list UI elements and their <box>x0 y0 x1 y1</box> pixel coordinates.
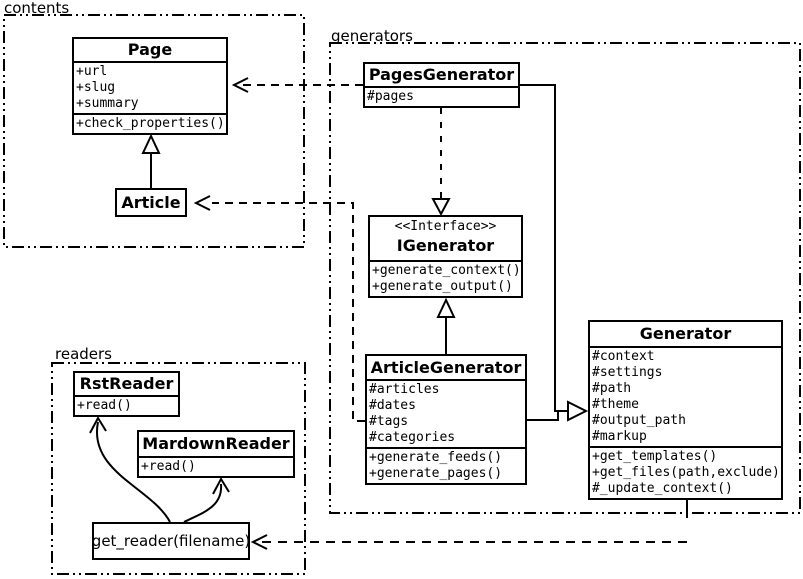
attribute: #categories <box>369 430 456 445</box>
class-pagesgenerator-title: PagesGenerator <box>368 65 515 84</box>
class-articlegenerator-attributes: #articles #dates #tags #categories <box>367 379 525 447</box>
contents-package-label: contents <box>4 0 70 17</box>
get-reader-function-box: get_reader(filename) <box>92 522 250 560</box>
interface-stereotype: <<Interface>> <box>394 219 497 234</box>
dependency-articlegenerator-article <box>193 195 365 422</box>
class-articlegenerator: ArticleGenerator #articles #dates #tags … <box>365 354 527 485</box>
class-page-methods: +check_properties() <box>74 113 226 133</box>
method: +check_properties() <box>76 116 225 131</box>
attribute: +summary <box>76 96 139 111</box>
inheritance-generators-generator <box>520 84 589 422</box>
generators-package-border <box>329 42 801 514</box>
class-page-attributes: +url +slug +summary <box>74 61 226 113</box>
class-page-title: Page <box>127 40 173 59</box>
class-page: Page +url +slug +summary +check_properti… <box>72 37 228 135</box>
class-generator: Generator #context #settings #path #them… <box>588 320 783 500</box>
attribute: #dates <box>369 398 416 413</box>
class-markdownreader-title: MardownReader <box>142 434 290 453</box>
class-igenerator-methods: +generate_context() +generate_output() <box>370 260 521 296</box>
class-igenerator-header: <<Interface>> IGenerator <box>370 217 521 260</box>
attribute: +slug <box>76 80 116 95</box>
attribute: #theme <box>592 397 639 412</box>
contents-package-border <box>3 14 305 248</box>
dependency-generator-getreader <box>250 500 688 550</box>
attribute: #context <box>592 349 655 364</box>
class-articlegenerator-title: ArticleGenerator <box>370 358 522 377</box>
method: +read() <box>141 459 196 474</box>
class-rstreader-title: RstReader <box>79 374 174 393</box>
method: +generate_output() <box>372 279 513 294</box>
attribute: #articles <box>369 382 440 397</box>
method: +generate_feeds() <box>369 450 503 465</box>
get-reader-label: get_reader(filename) <box>91 532 251 550</box>
generators-package-label: generators <box>331 27 413 45</box>
attribute: #pages <box>367 89 414 104</box>
class-igenerator-title: IGenerator <box>396 236 495 255</box>
class-article-title: Article <box>121 193 181 212</box>
method: +generate_context() <box>372 263 521 278</box>
method: +get_templates() <box>592 449 718 464</box>
attribute: #output_path <box>592 413 686 428</box>
class-articlegenerator-methods: +generate_feeds() +generate_pages() <box>367 447 525 483</box>
arrow-getreader-markdownreader <box>183 476 230 523</box>
attribute: #path <box>592 381 632 396</box>
class-generator-attributes: #context #settings #path #theme #output_… <box>590 346 781 446</box>
inheritance-articlegenerator-igenerator <box>436 297 456 354</box>
class-pagesgenerator-attributes: #pages <box>365 86 518 106</box>
attribute: #tags <box>369 414 409 429</box>
class-generator-methods: +get_templates() +get_files(path,exclude… <box>590 446 781 498</box>
class-markdownreader-methods: +read() <box>139 456 293 476</box>
readers-package-border <box>51 362 306 575</box>
class-markdownreader: MardownReader +read() <box>137 430 295 478</box>
method: +generate_pages() <box>369 466 503 481</box>
class-rstreader-methods: +read() <box>75 395 178 415</box>
class-rstreader: RstReader +read() <box>73 371 180 417</box>
realization-pagesgenerator-igenerator <box>431 108 451 217</box>
attribute: +url <box>76 64 108 79</box>
class-generator-title: Generator <box>639 324 732 343</box>
class-igenerator: <<Interface>> IGenerator +generate_conte… <box>368 215 523 298</box>
dependency-pagesgenerator-page <box>231 77 363 93</box>
attribute: #settings <box>592 365 663 380</box>
readers-package-label: readers <box>55 345 112 363</box>
method: +read() <box>77 398 132 413</box>
inheritance-article-page <box>141 133 161 188</box>
method: #_update_context() <box>592 481 733 496</box>
class-pagesgenerator: PagesGenerator #pages <box>363 62 520 108</box>
class-article: Article <box>115 188 187 217</box>
arrow-getreader-rstreader <box>89 415 171 523</box>
method: +get_files(path,exclude) <box>592 465 780 480</box>
attribute: #markup <box>592 429 647 444</box>
